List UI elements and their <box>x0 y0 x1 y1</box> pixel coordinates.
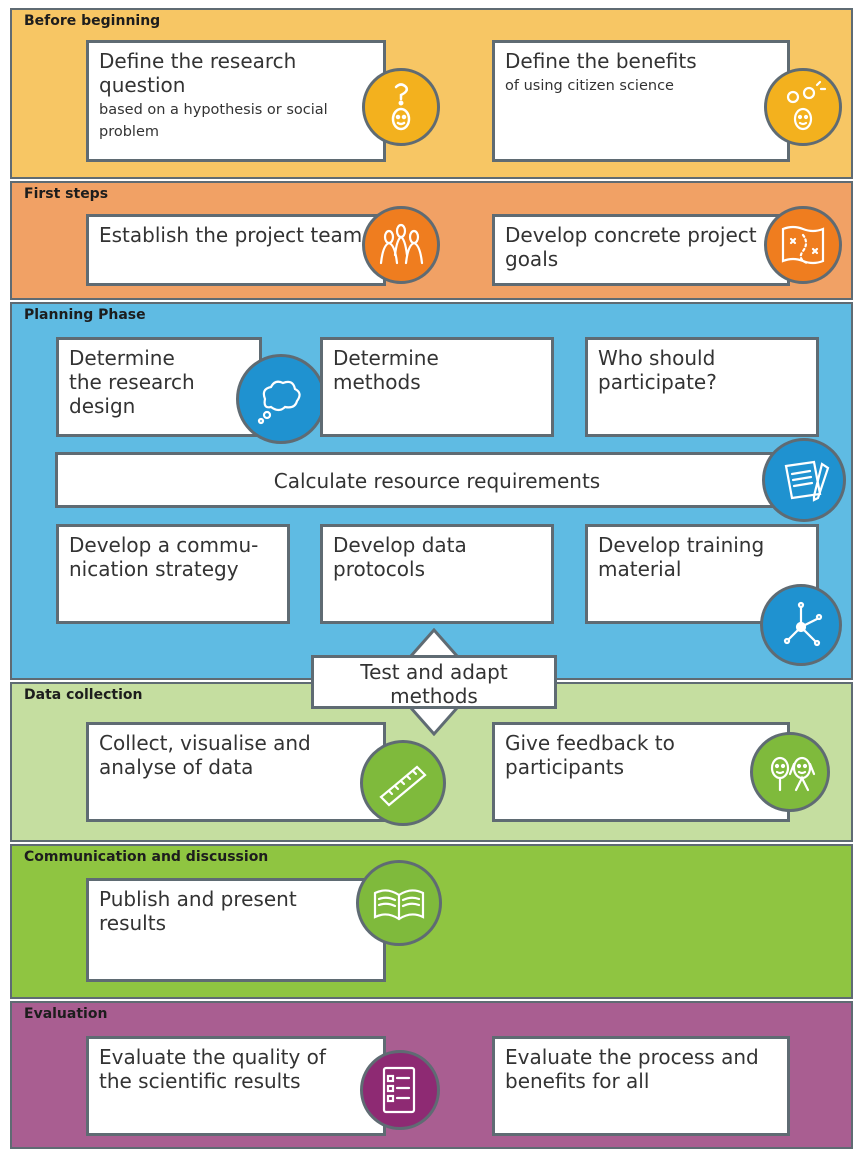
box-data-protocols: Develop data protocols <box>320 524 554 624</box>
open-book-icon <box>356 860 442 946</box>
box-evaluate-quality: Evaluate the quality of the scientific r… <box>86 1036 386 1136</box>
box-title: Collect, visualise and analyse of data <box>99 731 311 779</box>
box-give-feedback: Give feedback to participants <box>492 722 790 822</box>
box-title: Give feedback to participants <box>505 731 675 779</box>
checklist-icon <box>360 1050 440 1130</box>
box-title: Calculate resource requirements <box>273 469 601 493</box>
box-publish-results: Publish and present results <box>86 878 386 982</box>
box-define-benefits: Define the benefits of using citizen sci… <box>492 40 790 162</box>
box-who-participate: Who should participate? <box>585 337 819 437</box>
section-title: Communication and discussion <box>24 849 269 865</box>
box-communication-strategy: Develop a commu-nication strategy <box>56 524 290 624</box>
notepad-pencil-icon <box>762 438 846 522</box>
box-title: Test and adapt methods <box>360 660 508 708</box>
team-people-icon <box>362 206 440 284</box>
box-test-adapt: Test and adapt methods <box>311 655 557 709</box>
box-title: Establish the project team <box>99 223 363 247</box>
box-title: Develop training material <box>598 533 765 581</box>
network-icon <box>760 584 842 666</box>
ideas-head-icon <box>764 68 842 146</box>
two-faces-icon <box>750 732 830 812</box>
box-calculate-resources: Calculate resource requirements <box>55 452 819 508</box>
box-title: Develop data protocols <box>333 533 467 581</box>
section-title: Data collection <box>24 687 143 703</box>
box-title: Evaluate the process and benefits for al… <box>505 1045 759 1093</box>
box-title: Define the benefits <box>505 49 697 73</box>
section-title: Planning Phase <box>24 307 146 323</box>
box-title: Who should participate? <box>598 346 717 394</box>
treasure-map-icon <box>764 206 842 284</box>
box-title: Develop concrete project goals <box>505 223 757 271</box>
ruler-icon <box>360 740 446 826</box>
section-title: Evaluation <box>24 1006 108 1022</box>
box-subtitle: based on a hypothesis or social problem <box>99 102 328 140</box>
box-training-material: Develop training material <box>585 524 819 624</box>
box-title: Define the research question <box>99 49 297 97</box>
box-collect-analyse: Collect, visualise and analyse of data <box>86 722 386 822</box>
box-title: Determine methods <box>333 346 439 394</box>
box-develop-goals: Develop concrete project goals <box>492 214 790 286</box>
thought-cloud-icon <box>236 354 326 444</box>
question-head-icon <box>362 68 440 146</box>
box-evaluate-process: Evaluate the process and benefits for al… <box>492 1036 790 1136</box>
box-research-design: Determine the research design <box>56 337 262 437</box>
box-determine-methods: Determine methods <box>320 337 554 437</box>
box-title: Develop a commu-nication strategy <box>69 533 259 581</box>
box-title: Determine the research design <box>69 346 195 418</box>
section-title: First steps <box>24 186 109 202</box>
box-title: Evaluate the quality of the scientific r… <box>99 1045 326 1093</box>
box-establish-team: Establish the project team <box>86 214 386 286</box>
section-title: Before beginning <box>24 13 161 29</box>
box-define-research-question: Define the research question based on a … <box>86 40 386 162</box>
box-title: Publish and present results <box>99 887 297 935</box>
box-subtitle: of using citizen science <box>505 78 674 94</box>
